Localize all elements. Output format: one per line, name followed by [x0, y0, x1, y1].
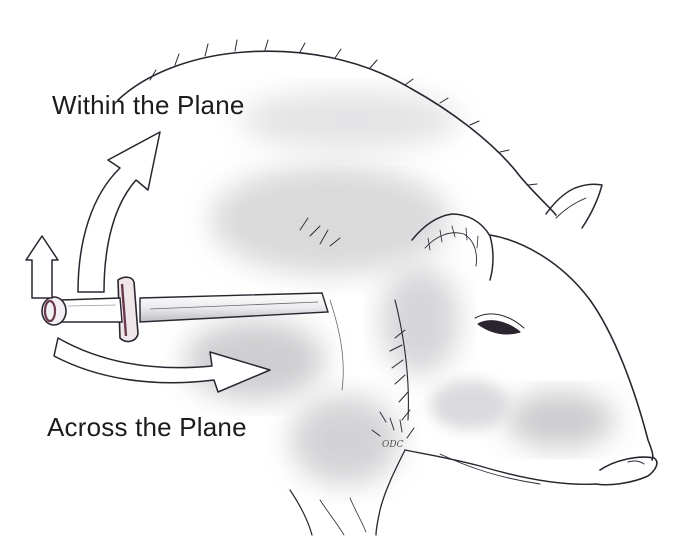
label-across-the-plane: Across the Plane: [47, 412, 247, 443]
artist-signature: ODC: [382, 440, 403, 450]
pencil-shading: [185, 90, 615, 485]
small-arrow-up-icon: [26, 236, 58, 298]
rotation-within-arrow-icon: [78, 132, 160, 292]
label-within-the-plane: Within the Plane: [52, 90, 245, 121]
dagger-blade: [140, 293, 328, 322]
dagger-grip: [62, 298, 122, 322]
